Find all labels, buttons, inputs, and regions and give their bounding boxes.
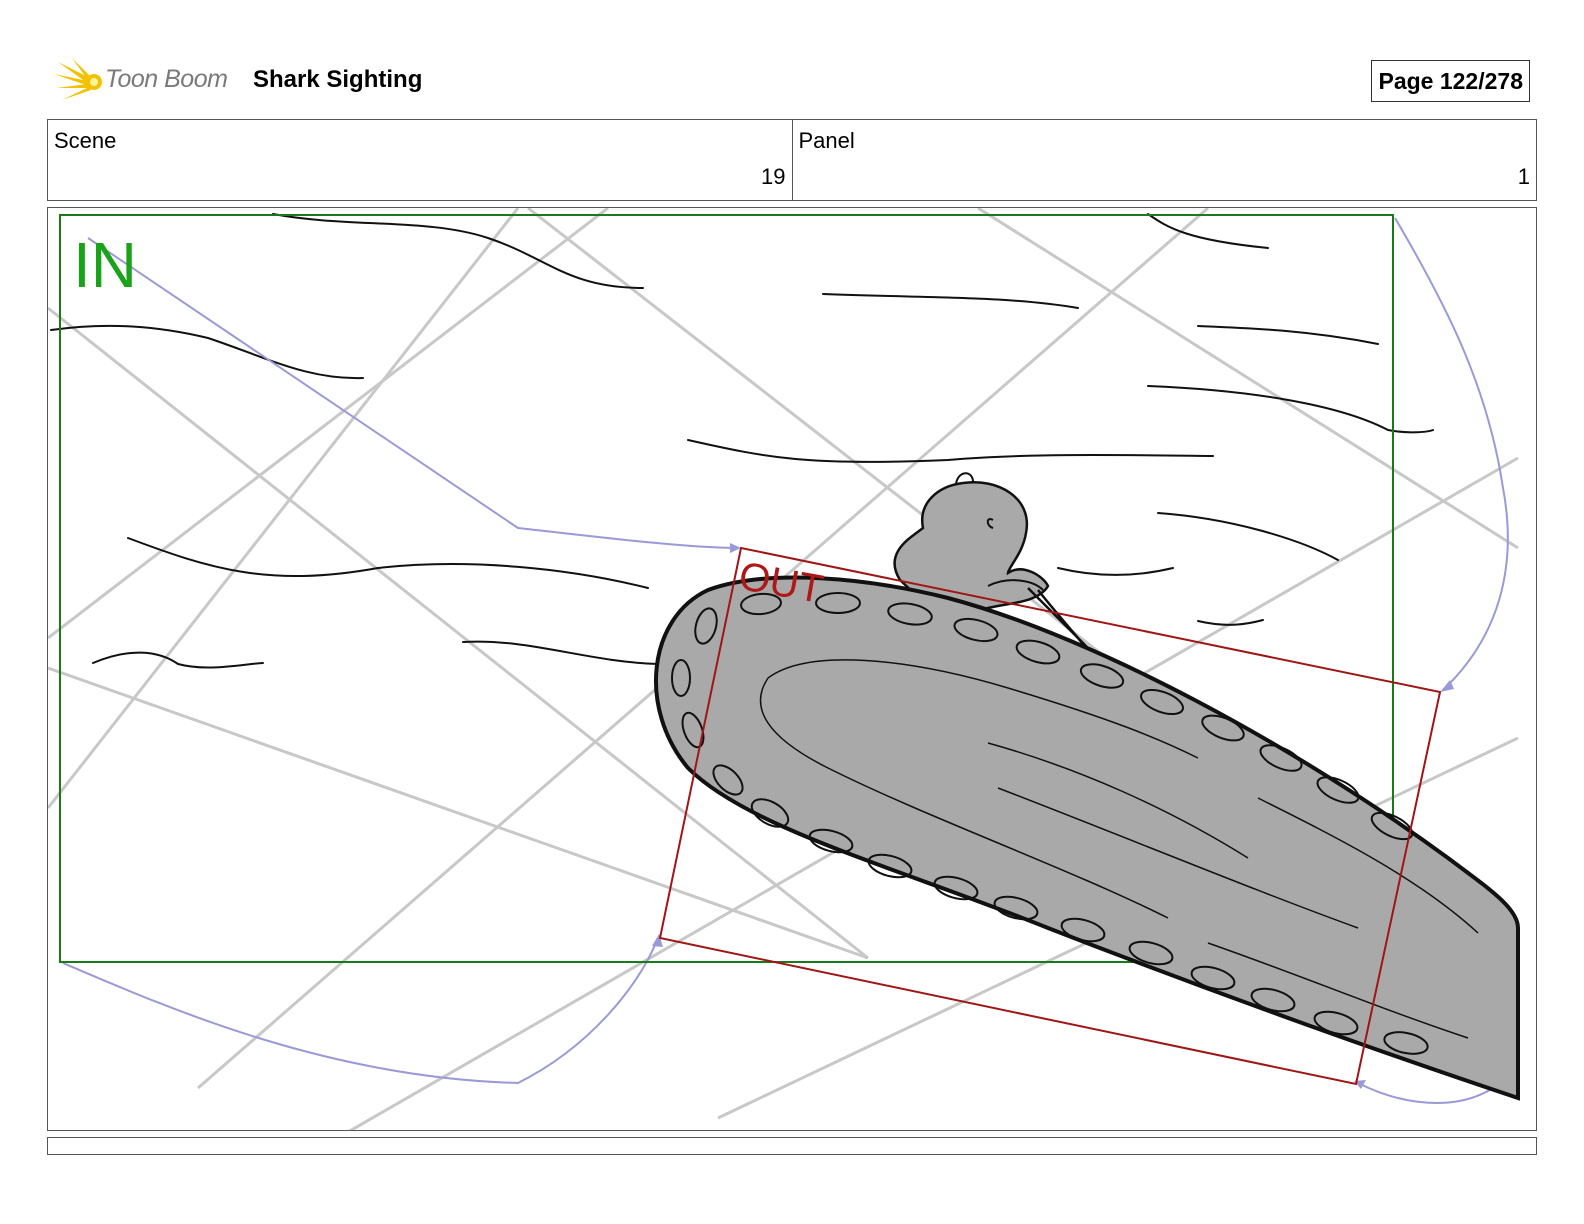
page-number: Page 122/278 — [1371, 60, 1530, 102]
starburst-icon — [54, 58, 102, 100]
panel-label: Panel — [798, 128, 855, 153]
motion-path-arrowheads — [652, 543, 1454, 1089]
toon-boom-logo: Toon Boom — [52, 56, 242, 106]
out-camera-frame — [658, 546, 1442, 1086]
panel-cell: Panel 1 — [791, 120, 1537, 200]
document-title: Shark Sighting — [253, 66, 423, 93]
in-camera-frame — [59, 214, 1394, 963]
logo-wordmark: Toon Boom — [105, 65, 228, 93]
panel-drawing — [48, 208, 1520, 1130]
shark-drawing — [653, 472, 1520, 1101]
water-waves — [50, 213, 1434, 669]
storyboard-panel: IN OUT — [47, 207, 1537, 1131]
scene-panel-info: Scene 19 Panel 1 — [47, 119, 1537, 201]
in-frame-label: IN — [73, 229, 137, 301]
scene-label: Scene — [54, 128, 117, 153]
panel-value: 1 — [1517, 164, 1530, 189]
page-header: Toon Boom Shark Sighting Page 122/278 — [52, 56, 1530, 106]
scene-value: 19 — [761, 164, 786, 189]
camera-motion-path — [62, 217, 1509, 1104]
caption-bar — [47, 1137, 1537, 1155]
scene-cell: Scene 19 — [48, 120, 792, 200]
